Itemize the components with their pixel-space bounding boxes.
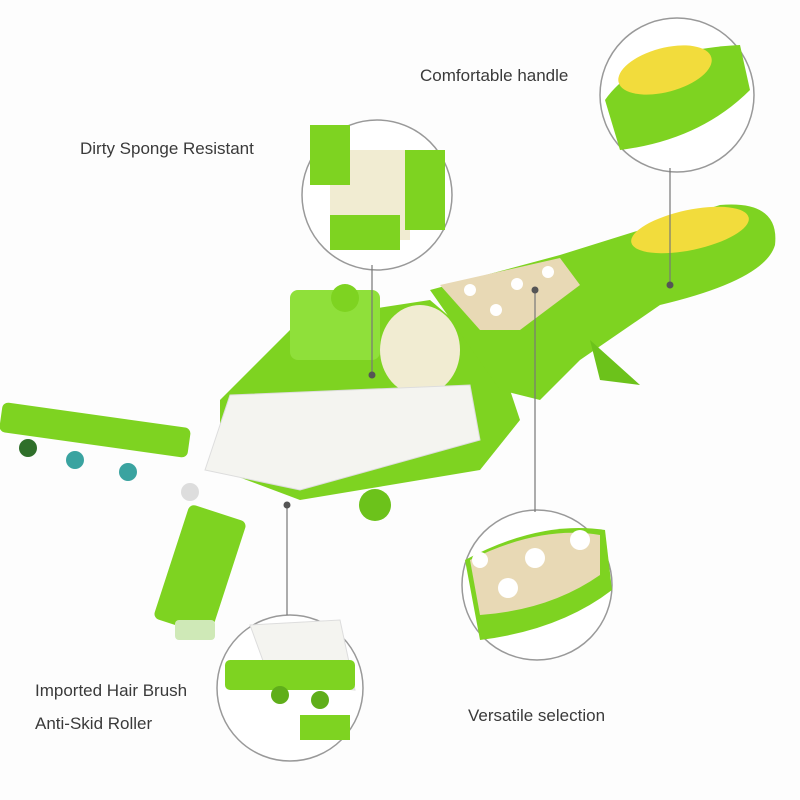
- detail-circle-brush: [216, 614, 364, 762]
- label-dirty-sponge: Dirty Sponge Resistant: [80, 139, 254, 158]
- label-versatile: Versatile selection: [468, 706, 606, 725]
- detail-circle-sponge: [301, 119, 453, 271]
- leader-dots: [283, 281, 674, 509]
- leader-lines: [286, 168, 671, 615]
- cleaning-brush-product: [0, 204, 776, 640]
- label-hair-brush: Imported Hair Brush: [35, 681, 188, 700]
- detail-circle-buttons: [461, 509, 613, 661]
- detail-circle-handle: [599, 17, 755, 173]
- label-comfortable-handle: Comfortable handle: [420, 66, 569, 85]
- label-anti-skid: Anti-Skid Roller: [35, 714, 153, 733]
